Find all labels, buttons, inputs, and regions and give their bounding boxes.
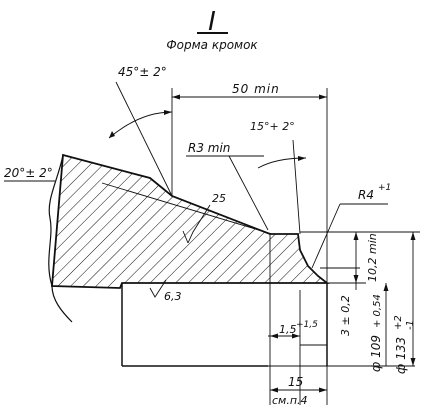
dim-arrow-inner-dia bbox=[383, 283, 389, 291]
leader-r3-tail bbox=[228, 155, 269, 231]
hatched-wall-section bbox=[51, 153, 330, 289]
leader-15 bbox=[292, 139, 301, 235]
dim-outer-dia-tol-low: -1 bbox=[405, 320, 416, 330]
dim-land-label: 1,5 bbox=[279, 323, 297, 336]
dim-step-ref: см.п.4 bbox=[272, 394, 308, 407]
bevel-root-line bbox=[101, 182, 273, 235]
bore-body-outline bbox=[121, 283, 328, 367]
angle-outer-label: 45°± 2° bbox=[118, 65, 167, 79]
roughness-63-symbol bbox=[149, 279, 167, 298]
dim-overall-label: 50 min bbox=[232, 82, 280, 96]
dim-root-face-label: 3 ± 0,2 bbox=[339, 295, 352, 336]
break-line bbox=[48, 154, 73, 323]
radius-lower-tolerance: +1 bbox=[378, 183, 391, 193]
roughness-25-tick bbox=[182, 230, 189, 244]
radius-lower-label: R4 bbox=[358, 188, 374, 202]
dim-root-height-label: 10,2 min bbox=[366, 233, 379, 282]
angle-inner-label: 15°+ 2° bbox=[250, 120, 295, 133]
view-numeral: I bbox=[208, 7, 216, 37]
radius-upper-label: R3 min bbox=[188, 141, 230, 155]
leader-r4-tail bbox=[311, 203, 341, 269]
view-caption: Форма кромок bbox=[166, 38, 258, 52]
roughness-chamfer-label: 25 bbox=[212, 192, 226, 205]
dim-step-label: 15 bbox=[288, 375, 303, 389]
arc-15-arrow bbox=[298, 156, 306, 161]
roughness-bore-label: 6,3 bbox=[164, 290, 182, 303]
roughness-25-symbol bbox=[187, 204, 211, 244]
dim-land-tolerance: +1,5 bbox=[296, 320, 318, 330]
dim-inner-dia-tolerance: + 0,54 bbox=[372, 294, 383, 328]
dim-outer-dia-label: ф 133 bbox=[394, 337, 408, 374]
dim-outer-dia-tol-up: +2 bbox=[393, 315, 404, 330]
dim-inner-dia-label: ф 109 bbox=[369, 335, 383, 372]
leader-45 bbox=[115, 81, 173, 197]
dim-arrows-land bbox=[270, 333, 300, 339]
arc-45-arrows bbox=[109, 110, 172, 138]
arc-45 bbox=[108, 111, 173, 139]
angle-left-label: 20°± 2° bbox=[4, 166, 53, 180]
